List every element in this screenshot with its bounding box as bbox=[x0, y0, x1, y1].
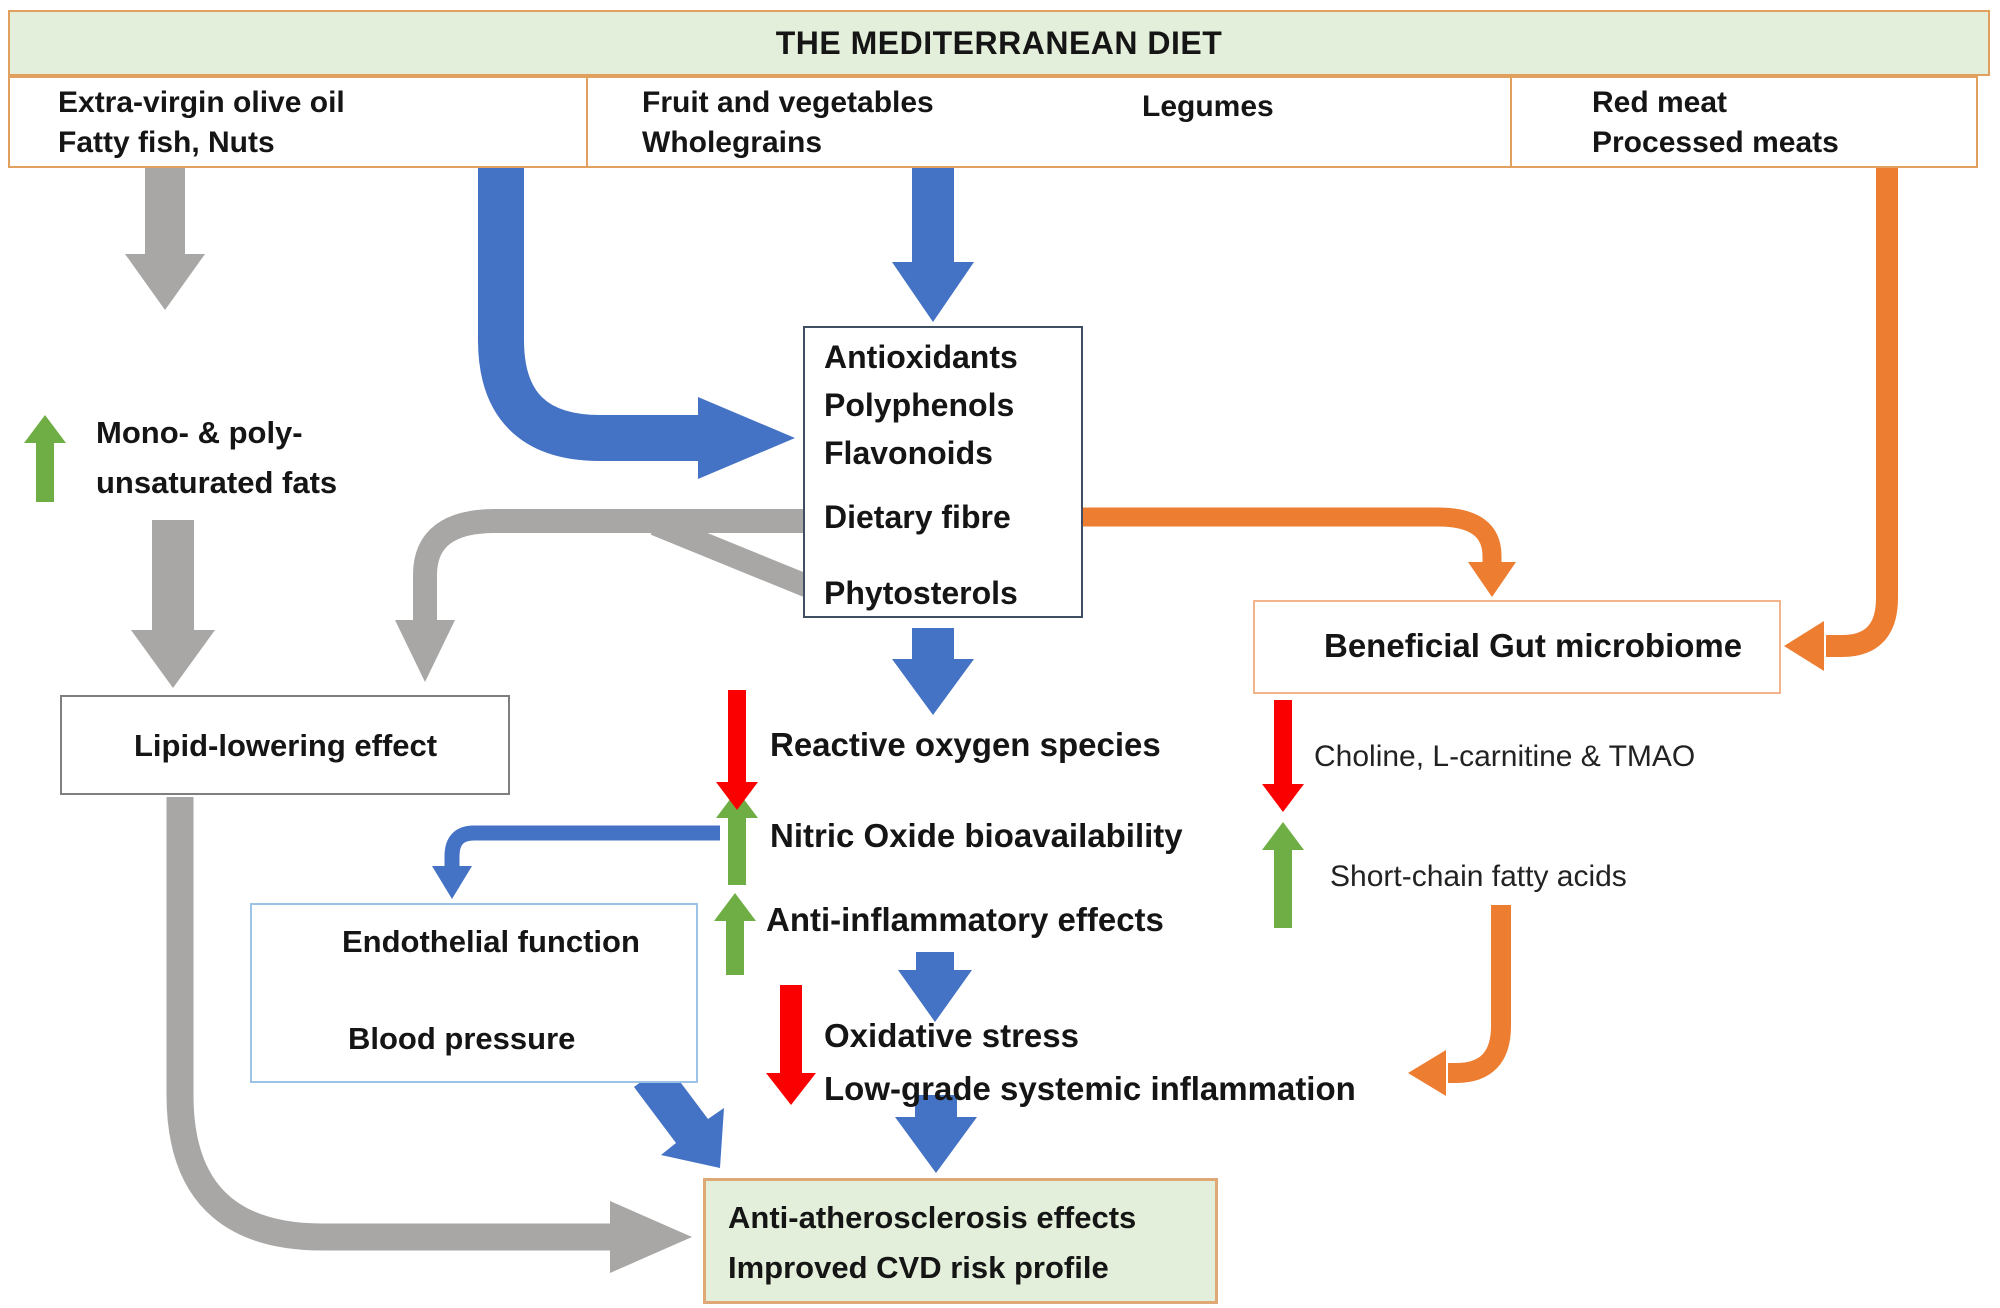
compound-phytosterols: Phytosterols bbox=[824, 575, 1018, 611]
gray-bottom-arrow-shaft bbox=[166, 797, 610, 1251]
compound-polyphenols: Polyphenols bbox=[824, 387, 1015, 423]
choline-tmao-label: Choline, L-carnitine & TMAO bbox=[1314, 740, 1696, 773]
blue-thin-arrow-shaft bbox=[444, 825, 720, 868]
ros-label: Reactive oxygen species bbox=[770, 726, 1161, 763]
blue-down-arrow-icon bbox=[892, 168, 974, 322]
orange-scfa-arrow-shaft bbox=[1448, 905, 1511, 1083]
gut-microbiome-box bbox=[1253, 600, 1781, 694]
down-arrow-icon bbox=[1262, 700, 1304, 812]
lipid-lowering-box bbox=[60, 695, 510, 795]
blue-elbow-arrow-shaft bbox=[478, 168, 700, 461]
gut-microbiome-label: Beneficial Gut microbiome bbox=[1324, 627, 1743, 664]
compounds-box bbox=[803, 326, 1083, 618]
outcome-line2: Improved CVD risk profile bbox=[728, 1250, 1109, 1285]
blue-elbow-arrow-head bbox=[698, 397, 795, 479]
endothelial-box bbox=[250, 903, 698, 1083]
orange-redmeat-arrow-head bbox=[1784, 621, 1824, 671]
diagram-title-banner: THE MEDITERRANEAN DIET bbox=[8, 10, 1990, 76]
blue-down-arrow-icon bbox=[898, 952, 972, 1022]
down-arrow-icon bbox=[716, 690, 758, 810]
olive-oil-line1: Extra-virgin olive oil bbox=[58, 86, 345, 119]
orange-scfa-arrow-head bbox=[1408, 1050, 1446, 1096]
orange-fibre-arrow-shaft bbox=[1035, 507, 1502, 566]
red-meat-box bbox=[1510, 76, 1978, 168]
gray-branch-line bbox=[650, 513, 817, 599]
anti-inflammatory-label: Anti-inflammatory effects bbox=[766, 901, 1164, 938]
nitric-oxide-label: Nitric Oxide bioavailability bbox=[770, 817, 1183, 854]
produce-line2: Wholegrains bbox=[642, 126, 823, 159]
up-arrow-icon bbox=[1262, 822, 1304, 928]
compound-flavonoids: Flavonoids bbox=[824, 435, 993, 471]
oxidative-stress-label: Oxidative stress bbox=[824, 1017, 1079, 1054]
down-arrow-icon bbox=[766, 985, 816, 1105]
gray-curve-arrow-head bbox=[395, 620, 455, 682]
outcome-line1: Anti-atherosclerosis effects bbox=[728, 1200, 1137, 1235]
scfa-label: Short-chain fatty acids bbox=[1330, 860, 1627, 893]
endothelial-function-label: Endothelial function bbox=[342, 924, 640, 959]
inflammation-label: Low-grade systemic inflammation bbox=[824, 1070, 1356, 1107]
fats-line1: Mono- & poly- bbox=[96, 415, 303, 450]
lipid-lowering-label: Lipid-lowering effect bbox=[134, 728, 438, 763]
gray-bottom-arrow-head bbox=[610, 1201, 692, 1273]
blue-thin-arrow-head bbox=[432, 866, 472, 899]
olive-oil-box bbox=[8, 76, 588, 168]
gray-curve-arrow-shaft bbox=[413, 509, 806, 622]
blue-down-arrow-icon bbox=[892, 628, 974, 715]
red-meat-line1: Red meat bbox=[1592, 86, 1728, 119]
compound-dietary-fibre: Dietary fibre bbox=[824, 499, 1011, 535]
outcome-box bbox=[703, 1178, 1218, 1304]
produce-legumes-box bbox=[586, 76, 1512, 168]
fats-line2: unsaturated fats bbox=[96, 465, 338, 500]
diagram-title: THE MEDITERRANEAN DIET bbox=[775, 24, 1223, 61]
blue-down-arrow-icon bbox=[895, 1095, 977, 1173]
compound-antioxidants: Antioxidants bbox=[824, 339, 1018, 375]
produce-line1: Fruit and vegetables bbox=[642, 86, 934, 119]
up-arrow-icon bbox=[24, 415, 66, 502]
up-arrow-icon bbox=[714, 893, 756, 975]
olive-oil-line2: Fatty fish, Nuts bbox=[58, 126, 275, 159]
blue-diagonal-arrow-icon bbox=[634, 1063, 724, 1168]
gray-down-arrow-icon bbox=[131, 520, 215, 688]
red-meat-line2: Processed meats bbox=[1592, 126, 1839, 159]
gray-down-arrow-icon bbox=[125, 168, 205, 310]
orange-fibre-arrow-head bbox=[1468, 562, 1516, 597]
orange-redmeat-arrow-shaft bbox=[1826, 168, 1898, 657]
blood-pressure-label: Blood pressure bbox=[348, 1021, 576, 1056]
legumes-label: Legumes bbox=[1142, 90, 1274, 123]
up-arrow-icon bbox=[716, 790, 758, 885]
